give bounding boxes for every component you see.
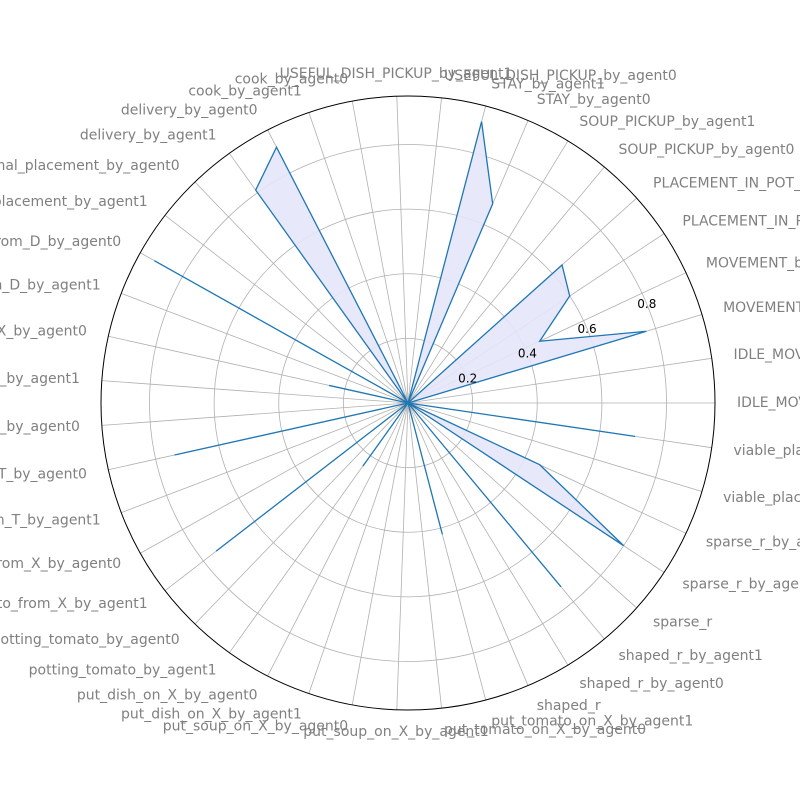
category-label: cook_by_agent1 bbox=[188, 84, 301, 100]
category-label: USEFUL_DISH_PICKUP_by_agent1 bbox=[280, 66, 513, 82]
category-label: pickup_dish_from_D_by_agent0 bbox=[0, 234, 121, 250]
grid-spoke bbox=[121, 292, 409, 404]
category-label: SOUP_PICKUP_by_agent1 bbox=[579, 114, 755, 130]
category-label: pickup_dish_from_X_by_agent1 bbox=[0, 371, 80, 387]
category-label: put_dish_on_X_by_agent1 bbox=[121, 706, 302, 722]
grid-spoke bbox=[407, 97, 442, 404]
grid-spoke bbox=[164, 215, 409, 404]
radar-series bbox=[154, 121, 647, 588]
radial-tick-label: 0.6 bbox=[578, 322, 597, 336]
grid-spoke bbox=[267, 402, 409, 677]
category-label: pickup_tomato_from_X_by_agent0 bbox=[0, 556, 121, 572]
grid-spoke bbox=[194, 402, 409, 625]
category-label: pickup_tomato_from_T_by_agent0 bbox=[0, 467, 87, 483]
grid-spoke bbox=[101, 402, 409, 426]
grid-spoke bbox=[407, 402, 569, 666]
category-label: put_soup_on_X_by_agent1 bbox=[303, 724, 488, 740]
category-label: pickup_dish_from_D_by_agent1 bbox=[0, 278, 101, 294]
grid-spoke bbox=[407, 402, 529, 686]
grid-spoke bbox=[407, 402, 637, 609]
category-label: STAY_by_agent0 bbox=[537, 92, 651, 108]
category-label: optimal_placement_by_agent1 bbox=[0, 194, 148, 210]
category-label: delivery_by_agent0 bbox=[121, 102, 258, 118]
grid-spoke bbox=[407, 402, 442, 709]
radar-frame bbox=[100, 95, 716, 711]
category-label: SOUP_PICKUP_by_agent0 bbox=[619, 142, 795, 158]
category-label: STAY_by_agent1 bbox=[491, 77, 605, 93]
category-label: MOVEMENT_by_agent0 bbox=[723, 300, 800, 316]
category-label: pickup_tomato_from_T_by_agent1 bbox=[0, 513, 101, 529]
category-label: optimal_placement_by_agent0 bbox=[0, 158, 180, 174]
category-label: shaped_r bbox=[537, 698, 601, 714]
radial-tick-label: 0.8 bbox=[637, 297, 656, 311]
category-label: PLACEMENT_IN_POT_by_agent0 bbox=[682, 214, 800, 230]
grid-spoke bbox=[407, 402, 703, 492]
grid-spoke bbox=[396, 402, 409, 710]
grid-spoke bbox=[194, 181, 409, 404]
radial-tick-label: 0.4 bbox=[518, 347, 537, 361]
category-label: viable_placement_by_agent1 bbox=[734, 443, 800, 459]
category-label: viable_placement_by_agent0 bbox=[723, 490, 800, 506]
grid-spoke bbox=[351, 402, 409, 705]
category-label: PLACEMENT_IN_POT_by_agent1 bbox=[653, 176, 800, 192]
category-label: shaped_r_by_agent0 bbox=[579, 676, 723, 692]
category-label: pickup_tomato_from_X_by_agent1 bbox=[0, 596, 148, 612]
grid-spoke bbox=[121, 402, 409, 514]
grid-spoke bbox=[407, 140, 569, 404]
category-label: cook_by_agent0 bbox=[235, 72, 348, 88]
radial-tick-labels: 0.2 0.4 0.6 0.8 bbox=[458, 297, 656, 385]
category-label: pickup_soup_from_X_by_agent0 bbox=[0, 419, 80, 435]
grid-spoke bbox=[308, 112, 409, 404]
category-label: IDLE_MOVEMENT_by_agent0 bbox=[737, 395, 800, 411]
grid-spoke bbox=[308, 402, 409, 694]
category-label: sparse_r_by_agent1 bbox=[706, 535, 800, 551]
grid-spoke bbox=[396, 96, 409, 404]
radial-tick-label: 0.2 bbox=[458, 371, 477, 385]
grid-spoke bbox=[101, 380, 409, 404]
grid-spoke bbox=[140, 402, 409, 554]
category-label: put_tomato_on_X_by_agent0 bbox=[444, 722, 646, 738]
category-label: put_tomato_on_X_by_agent1 bbox=[491, 713, 693, 729]
category-label: put_dish_on_X_by_agent0 bbox=[77, 688, 258, 704]
category-label: sparse_r bbox=[653, 615, 712, 631]
category-label: potting_tomato_by_agent1 bbox=[29, 663, 217, 679]
category-label: IDLE_MOVEMENT_by_agent1 bbox=[734, 347, 800, 363]
category-labels: IDLE_MOVEMENT_by_agent0 IDLE_MOVEMENT_by_… bbox=[0, 66, 800, 740]
category-label: pickup_dish_from_X_by_agent0 bbox=[0, 324, 87, 340]
category-label: MOVEMENT_by_agent1 bbox=[706, 255, 800, 271]
grid-spoke bbox=[407, 357, 712, 404]
series-area bbox=[154, 121, 647, 587]
category-label: delivery_by_agent1 bbox=[80, 127, 217, 143]
category-label: USEFUL_DISH_PICKUP_by_agent0 bbox=[444, 68, 677, 84]
grid-spoke bbox=[351, 101, 409, 404]
category-label: potting_tomato_by_agent0 bbox=[0, 632, 180, 648]
category-label: put_soup_on_X_by_agent0 bbox=[163, 719, 348, 735]
category-label: shaped_r_by_agent1 bbox=[619, 648, 763, 664]
category-label: sparse_r_by_agent0 bbox=[682, 577, 800, 593]
grid-spoke bbox=[407, 166, 605, 404]
